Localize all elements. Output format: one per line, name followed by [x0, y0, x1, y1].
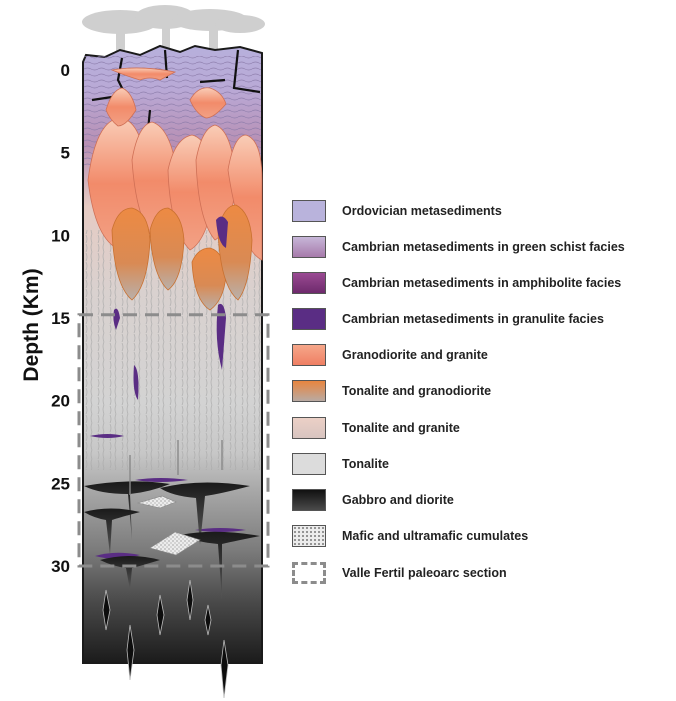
depth-tick-20: 20: [51, 392, 70, 411]
deep-dykes: [102, 579, 229, 699]
legend-item-ordovician: Ordovician metasediments: [292, 198, 502, 224]
granulite-facies-slivers: [90, 216, 246, 559]
legend-item-tonalite-granodiorite: Tonalite and granodiorite: [292, 378, 491, 404]
legend-label: Cambrian metasediments in amphibolite fa…: [342, 276, 622, 290]
legend-label: Granodiorite and granite: [342, 348, 488, 362]
mid-crust-conduits: [129, 440, 223, 495]
depth-axis-title: Depth (Km): [20, 268, 43, 381]
legend-swatch-tonalite-granodiorite: [292, 380, 326, 402]
legend-item-tonalite: Tonalite: [292, 451, 389, 477]
depth-tick-25: 25: [51, 474, 70, 493]
legend-swatch-cumulates: [292, 525, 326, 547]
tonalite-granodiorite-plutons: [111, 204, 253, 311]
legend-label: Tonalite and granodiorite: [342, 384, 492, 398]
legend-label: Tonalite and granite: [342, 421, 460, 435]
legend-label: Tonalite: [342, 457, 389, 471]
depth-tick-30: 30: [51, 557, 70, 576]
depth-tick-10: 10: [51, 226, 70, 245]
depth-tick-15: 15: [51, 309, 70, 328]
legend-label: Ordovician metasediments: [342, 204, 502, 218]
legend-swatch-tonalite-granite: [292, 417, 326, 439]
crustal-column: [82, 44, 263, 699]
legend-item-paleoarc: Valle Fertil paleoarc section: [292, 560, 507, 586]
legend-item-tonalite-granite: Tonalite and granite: [292, 415, 460, 441]
legend-swatch-granulite: [292, 308, 326, 330]
legend-label: Valle Fertil paleoarc section: [342, 566, 507, 580]
legend-swatch-granodiorite-granite: [292, 344, 326, 366]
mafic-ultramafic-cumulates: [136, 495, 201, 556]
legend-swatch-ordovician: [292, 200, 326, 222]
legend-swatch-tonalite: [292, 453, 326, 475]
legend-label: Gabbro and diorite: [342, 493, 454, 507]
legend-item-gabbro: Gabbro and diorite: [292, 487, 454, 513]
legend-label: Cambrian metasediments in green schist f…: [342, 240, 625, 254]
legend-item-green-schist: Cambrian metasediments in green schist f…: [292, 234, 625, 260]
legend-swatch-gabbro: [292, 489, 326, 511]
legend-swatch-amphibolite: [292, 272, 326, 294]
legend-item-granodiorite-granite: Granodiorite and granite: [292, 342, 488, 368]
dashed-box-icon: [292, 562, 326, 584]
legend-label: Mafic and ultramafic cumulates: [342, 529, 529, 543]
legend-item-cumulates: Mafic and ultramafic cumulates: [292, 523, 528, 549]
valle-fertil-paleoarc-box: [77, 313, 270, 568]
legend-label: Cambrian metasediments in granulite faci…: [342, 312, 604, 326]
depth-tick-5: 5: [61, 144, 70, 163]
legend-item-amphibolite: Cambrian metasediments in amphibolite fa…: [292, 270, 621, 296]
volcanic-plume-clouds: [82, 5, 265, 54]
depth-axis: 0 5 10 15 20 25 30: [51, 61, 70, 576]
legend-item-granulite: Cambrian metasediments in granulite faci…: [292, 306, 604, 332]
legend-swatch-green-schist: [292, 236, 326, 258]
depth-tick-0: 0: [61, 61, 70, 80]
